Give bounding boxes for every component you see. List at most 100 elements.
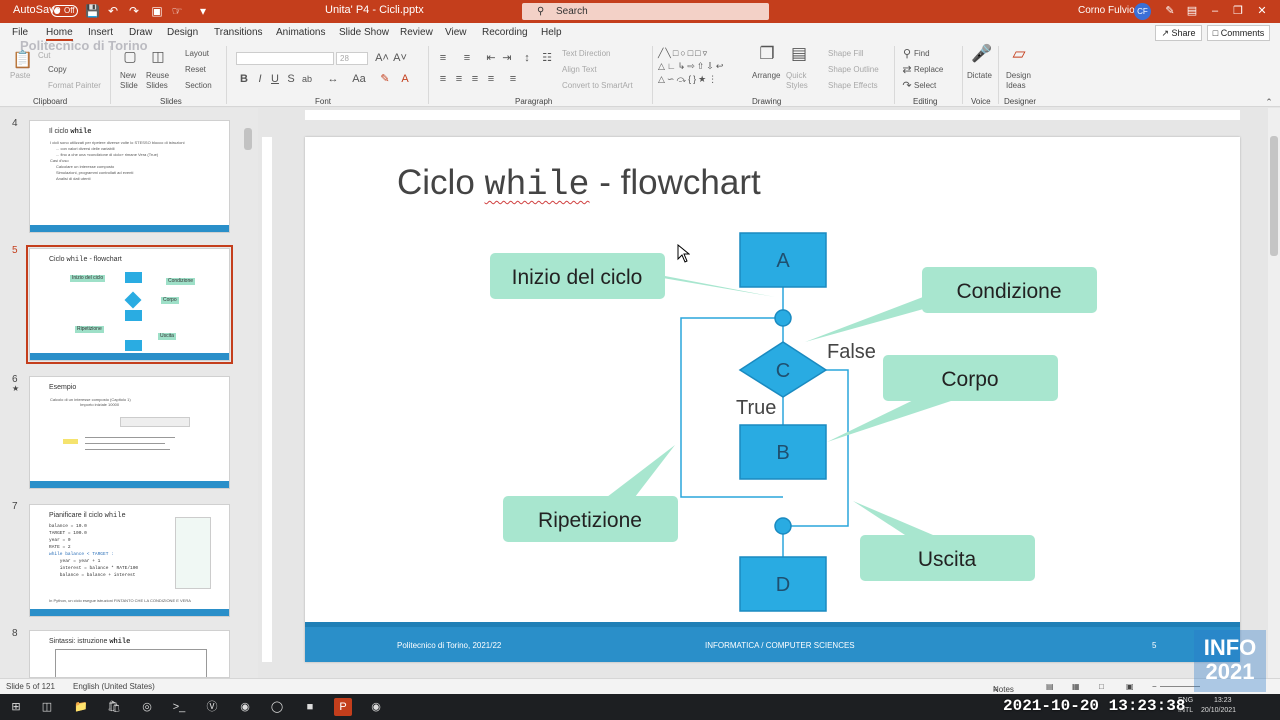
share-button[interactable]: ↗ Share [1155,25,1202,41]
ribbon-display-icon[interactable]: ▤ [1186,5,1198,17]
input-language[interactable]: ENG [1178,697,1194,704]
undo-icon[interactable]: ↶ [107,4,119,18]
slide-title[interactable]: Ciclo while - flowchart [397,163,761,205]
shape-outline-button[interactable]: Shape Outline [828,65,879,74]
line-spacing-icon[interactable]: ↕ [524,52,530,64]
reading-view-icon[interactable]: □ [1099,682,1104,691]
reuse-slides-button[interactable]: Reuse Slides [146,71,170,90]
microphone-icon[interactable]: 🎤 [971,44,993,63]
text-direction-button[interactable]: Text Direction [562,49,611,58]
increase-font-icon[interactable]: A˄ [375,52,389,64]
shadow-button[interactable]: ab [301,74,312,84]
quick-styles-icon[interactable]: ▤ [790,44,808,63]
pycharm-icon[interactable]: ■ [306,701,314,713]
tab-view[interactable]: View [445,27,467,38]
slide-thumbnail[interactable]: Sintassi: istruzione while [29,630,230,678]
vertical-scrollbar[interactable] [1268,108,1280,678]
autosave-toggle[interactable]: Off [51,5,78,17]
thumbnail-scrollbar[interactable] [244,128,252,150]
underline-button[interactable]: U [271,73,279,85]
highlight-icon[interactable]: ✎ [380,73,390,85]
font-size-field[interactable]: 28 [336,52,368,65]
tab-review[interactable]: Review [400,27,433,38]
reuse-slides-icon[interactable]: ◫ [151,48,165,64]
tab-slide-show[interactable]: Slide Show [339,27,390,38]
find-button[interactable]: Find [914,49,930,58]
arrange-icon[interactable]: ❐ [759,44,775,63]
align-left-icon[interactable]: ≡ [439,73,447,85]
slide-thumbnail[interactable]: Esempio Calcolo di un interesse composto… [29,376,230,489]
tab-transitions[interactable]: Transitions [214,27,263,38]
shapes-gallery[interactable]: ╱╲□○□□▿△∟↳⇨⇧⇩↩△∽⤼{}★⋮ [658,48,726,84]
font-color-icon[interactable]: A [401,73,409,85]
convert-smartart-button[interactable]: Convert to SmartArt [562,81,633,90]
normal-view-icon[interactable]: ▤ [1046,682,1054,691]
italic-button[interactable]: I [258,73,262,85]
terminal-icon[interactable]: >_ [172,701,186,713]
slide-thumbnail-selected[interactable]: Ciclo while - flowchart Inizio del ciclo… [26,245,233,364]
tab-design[interactable]: Design [167,27,199,38]
chat-icon[interactable]: ◯ [270,701,284,713]
file-explorer-icon[interactable]: 📁 [74,701,88,713]
reset-button[interactable]: Reset [185,65,206,74]
close-icon[interactable]: ✕ [1257,5,1267,17]
user-name[interactable]: Corno Fulvio [1078,5,1135,16]
coauthor-icon[interactable]: ✎ [1165,5,1175,17]
cut-button[interactable]: Cut [38,51,51,60]
windows-start-icon[interactable]: ⊞ [11,701,21,713]
font-name-field[interactable] [236,52,334,65]
slide-canvas[interactable]: Ciclo while - flowchart A C B D False Tr… [305,137,1240,662]
tab-draw[interactable]: Draw [129,27,153,38]
avatar[interactable]: CF [1134,3,1151,20]
customize-toolbar-icon[interactable]: ▾ [199,4,207,18]
layout-button[interactable]: Layout [185,49,210,58]
minimize-icon[interactable]: – [1211,5,1219,17]
edge-icon[interactable]: ◎ [142,701,152,713]
paste-button[interactable]: Paste [10,71,31,80]
restore-icon[interactable]: ❐ [1233,5,1243,17]
numbering-icon[interactable]: ≡ [463,52,471,64]
bold-button[interactable]: B [240,73,248,85]
tab-file[interactable]: File [12,27,29,38]
bullets-icon[interactable]: ≡ [439,52,447,64]
slide-sorter-icon[interactable]: ▦ [1072,682,1080,691]
clock-time[interactable]: 13:23 [1214,697,1232,704]
task-view-icon[interactable]: ◫ [41,701,53,713]
new-slide-icon[interactable]: ▢ [123,48,137,64]
change-case-icon[interactable]: Aa [352,73,366,85]
powerpoint-icon[interactable]: P [334,698,352,716]
slideshow-view-icon[interactable]: ▣ [1126,682,1134,691]
zoom-slider[interactable] [1160,686,1200,687]
present-icon[interactable]: ▣ [151,4,163,18]
collapse-ribbon-icon[interactable]: ⌃ [1265,97,1273,107]
slide-thumbnail[interactable]: Il ciclo while I cicli sono utilizzati p… [29,120,230,233]
design-ideas-button[interactable]: Design Ideas [1006,71,1031,90]
columns-icon[interactable]: ☷ [542,52,552,64]
paste-icon[interactable]: 📋 [12,50,34,69]
save-icon[interactable]: 💾 [85,4,100,18]
tab-insert[interactable]: Insert [88,27,114,38]
replace-button[interactable]: Replace [914,65,944,74]
scrollbar-thumb[interactable] [1270,136,1278,256]
decrease-indent-icon[interactable]: ⇤ [486,52,496,64]
increase-indent-icon[interactable]: ⇥ [502,52,512,64]
quick-styles-button[interactable]: Quick Styles [786,71,808,90]
align-center-icon[interactable]: ≡ [455,73,463,85]
new-slide-button[interactable]: New Slide [120,71,138,90]
app-icon[interactable]: Ⓥ [206,701,218,713]
align-text-button[interactable]: Align Text [562,65,597,74]
firefox-icon[interactable]: ◉ [240,701,250,713]
align-right-icon[interactable]: ≡ [471,73,479,85]
tab-animations[interactable]: Animations [276,27,326,38]
distributed-icon[interactable]: ≡ [509,73,517,85]
language-status[interactable]: English (United States) [73,682,155,691]
decrease-font-icon[interactable]: A˅ [393,52,407,64]
touch-mode-icon[interactable]: ☞ [171,4,183,18]
search-input[interactable]: ⚲ Search [522,3,769,20]
design-ideas-icon[interactable]: ▱ [1012,44,1026,63]
arrange-button[interactable]: Arrange [752,71,781,80]
redo-icon[interactable]: ↷ [128,4,140,18]
tab-recording[interactable]: Recording [482,27,528,38]
format-painter-button[interactable]: Format Painter [48,81,101,90]
dictate-button[interactable]: Dictate [967,71,992,80]
